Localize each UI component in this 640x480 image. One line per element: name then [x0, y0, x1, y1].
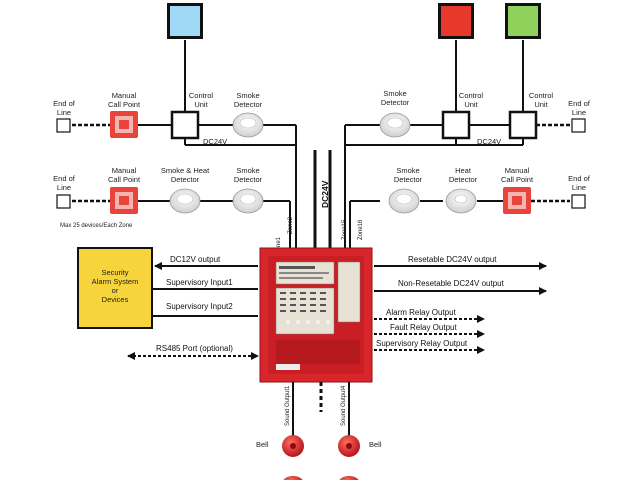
bell-icon: [338, 435, 360, 457]
security-system-box: [77, 247, 153, 329]
max-devices-note: Max 25 devices/Each Zone: [60, 223, 133, 229]
alarm-relay-label: Alarm Relay Output: [386, 308, 457, 317]
dc12v-output-label: DC12V output: [170, 255, 221, 264]
lamp-blue-light: [170, 6, 200, 36]
manual-call-point-icon: [503, 187, 531, 214]
end-of-line-box: [571, 118, 586, 133]
control-unit-box: [441, 110, 471, 140]
sound-output1-label: Sound Output1: [285, 385, 291, 426]
rs485-port-label: RS485 Port (optional): [156, 344, 233, 353]
bell-icon: [339, 476, 359, 480]
bell-icon: [282, 435, 304, 457]
end-of-line-box: [56, 118, 71, 133]
smoke-detector-icon: [388, 188, 420, 214]
lamp-green-light: [508, 6, 538, 36]
lamp-red-light: [441, 6, 471, 36]
resetable-dc24v-label: Resetable DC24V output: [408, 255, 497, 264]
manual-call-point-icon: [110, 111, 138, 138]
smoke-detector-icon: [232, 188, 264, 214]
control-unit-box: [170, 110, 200, 140]
dc24v-vertical-label: DC24V: [320, 180, 330, 208]
supervisory-input2-label: Supervisory Input2: [166, 302, 233, 311]
zone1-label: Zone1: [276, 236, 282, 254]
bell-label-left: Bell: [256, 440, 269, 449]
sound-output4-label: Sound Output4: [341, 385, 347, 426]
manual-call-point-icon: [110, 187, 138, 214]
fire-panel-icon: [259, 247, 373, 383]
lamp-blue: [167, 3, 203, 112]
zone2-label: Zone2: [288, 216, 294, 234]
control-unit-box: [508, 110, 538, 140]
lamp-red: [438, 3, 474, 112]
heat-detector-icon: [445, 188, 477, 214]
lamp-green: [505, 3, 541, 112]
non-resetable-dc24v-label: Non-Resetable DC24V output: [398, 279, 505, 288]
smoke-detector-icon: [379, 112, 411, 138]
zone16-label: Zone16: [358, 219, 364, 240]
bell-icon: [283, 476, 303, 480]
end-of-line-box: [571, 194, 586, 209]
dc24v-label-right: DC24V: [477, 137, 501, 146]
smoke-heat-detector-icon: [169, 188, 201, 214]
zone15-label: Zone15: [342, 219, 348, 240]
bell-label-right: Bell: [369, 440, 382, 449]
supervisory-input1-label: Supervisory Input1: [166, 278, 233, 287]
supervisory-relay-label: Supervisory Relay Output: [376, 339, 468, 348]
fault-relay-label: Fault Relay Output: [390, 323, 457, 332]
end-of-line-box: [56, 194, 71, 209]
dc24v-label-left: DC24V: [203, 137, 227, 146]
smoke-detector-icon: [232, 112, 264, 138]
